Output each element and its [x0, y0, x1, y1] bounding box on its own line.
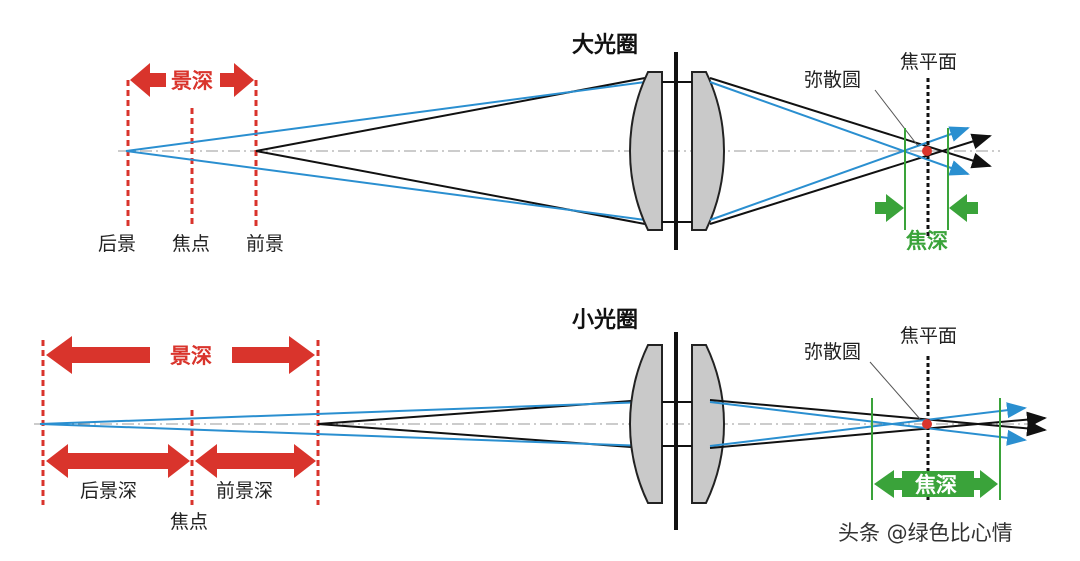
bottom-dof-label: 景深	[170, 344, 212, 368]
top-lens-right	[691, 71, 725, 231]
top-ray-blue-out-2	[709, 126, 970, 221]
bottom-panel: 景深 后景深 前景深 焦点 小光圈 焦平面	[34, 308, 1047, 533]
top-focus-depth-label: 焦深	[905, 229, 948, 253]
bottom-coc-dot	[922, 419, 932, 429]
top-coc-dot	[922, 146, 932, 156]
bottom-rear-dof-label: 后景深	[80, 480, 137, 502]
top-aperture-stop	[674, 52, 678, 250]
top-lens-left	[629, 71, 663, 231]
bottom-front-dof-label: 前景深	[216, 480, 273, 502]
top-panel: 景深 大光圈 焦平面 弥散圆 焦深	[98, 33, 1000, 255]
bottom-ray-blue-out-1	[709, 401, 1027, 446]
top-focus-depth-arrow-right	[949, 194, 978, 222]
top-far-label: 后景	[98, 233, 136, 255]
bottom-focus-label: 焦点	[170, 511, 208, 533]
bottom-lens-left	[629, 344, 663, 504]
top-near-label: 前景	[246, 233, 284, 255]
watermark: 头条 @绿色比心情	[838, 521, 1013, 545]
bottom-lens-right	[691, 344, 725, 504]
bottom-ray-black-out-1	[709, 399, 1047, 437]
top-ray-blue-out-1	[709, 81, 970, 176]
top-focus-label: 焦点	[172, 233, 210, 255]
top-focus-depth-arrow-left	[875, 194, 904, 222]
bottom-ray-black-out-2	[709, 411, 1047, 449]
bottom-focus-depth-label: 焦深	[914, 473, 957, 497]
top-ray-blue-upper	[125, 81, 646, 152]
bottom-ray-blue-lower	[39, 423, 646, 447]
bottom-coc-label: 弥散圆	[804, 341, 861, 363]
bottom-ray-blue-out-2	[709, 402, 1027, 447]
top-dof-arrow: 景深	[130, 63, 254, 97]
bottom-lens-group	[629, 332, 725, 530]
top-focal-plane-label: 焦平面	[900, 51, 957, 73]
bottom-dof-arrow: 景深	[46, 336, 315, 374]
top-ray-blue-lower	[125, 150, 646, 221]
top-lens-group	[629, 52, 725, 250]
bottom-focal-plane-label: 焦平面	[900, 325, 957, 347]
top-ray-black-out-2	[709, 133, 992, 225]
top-dof-label: 景深	[171, 69, 213, 93]
top-aperture-label: 大光圈	[572, 33, 638, 58]
bottom-ray-blue-upper	[39, 401, 646, 425]
bottom-rear-dof-arrow	[46, 444, 190, 478]
bottom-aperture-label: 小光圈	[572, 308, 638, 333]
top-coc-label: 弥散圆	[804, 69, 861, 91]
bottom-aperture-stop	[674, 332, 678, 530]
bottom-front-dof-arrow	[195, 444, 316, 478]
